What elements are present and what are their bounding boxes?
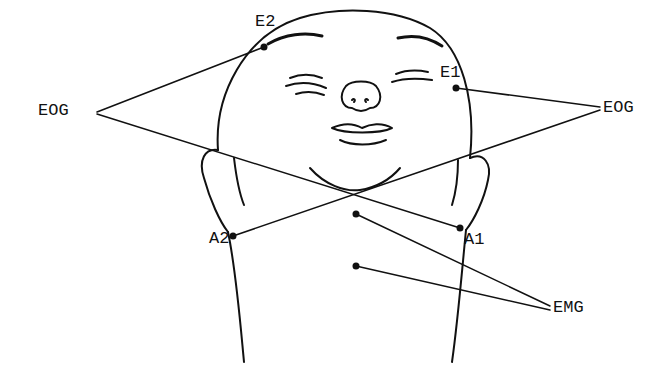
signal-label: EOG — [38, 102, 69, 120]
leader-line — [356, 214, 550, 306]
electrode-dot — [457, 225, 464, 232]
right-ear — [466, 156, 489, 230]
left-neck — [228, 232, 244, 362]
leader-line — [233, 110, 600, 236]
nostrils — [352, 99, 368, 102]
right-eye — [392, 71, 432, 82]
electrode-label: E2 — [255, 13, 275, 31]
electrode-dot — [261, 44, 268, 51]
chin — [310, 168, 400, 190]
leader-line — [356, 266, 550, 310]
right-eyebrow — [398, 36, 442, 46]
right-neck — [452, 230, 466, 362]
mouth — [332, 124, 392, 132]
leader-line — [97, 114, 460, 228]
left-ear — [202, 150, 228, 232]
signal-label: EMG — [553, 299, 584, 317]
electrode-label: A2 — [209, 230, 229, 248]
lower-lip — [340, 140, 386, 145]
leader-line — [97, 47, 264, 112]
electrode-label: A1 — [464, 231, 484, 249]
leader-line — [456, 88, 600, 107]
left-cheek — [234, 158, 244, 205]
electrode-label: E1 — [440, 64, 460, 82]
electrode-dot — [353, 211, 360, 218]
left-eyebrow — [268, 34, 322, 44]
head-outline — [218, 11, 472, 158]
electrode-dot — [353, 263, 360, 270]
nose — [342, 82, 381, 112]
signal-label: EOG — [603, 99, 634, 117]
leader-lines — [97, 47, 600, 310]
electrode-dot — [230, 233, 237, 240]
electrodes — [230, 44, 464, 270]
electrode-dot — [453, 85, 460, 92]
left-eye — [286, 75, 326, 95]
right-cheek — [452, 160, 458, 205]
